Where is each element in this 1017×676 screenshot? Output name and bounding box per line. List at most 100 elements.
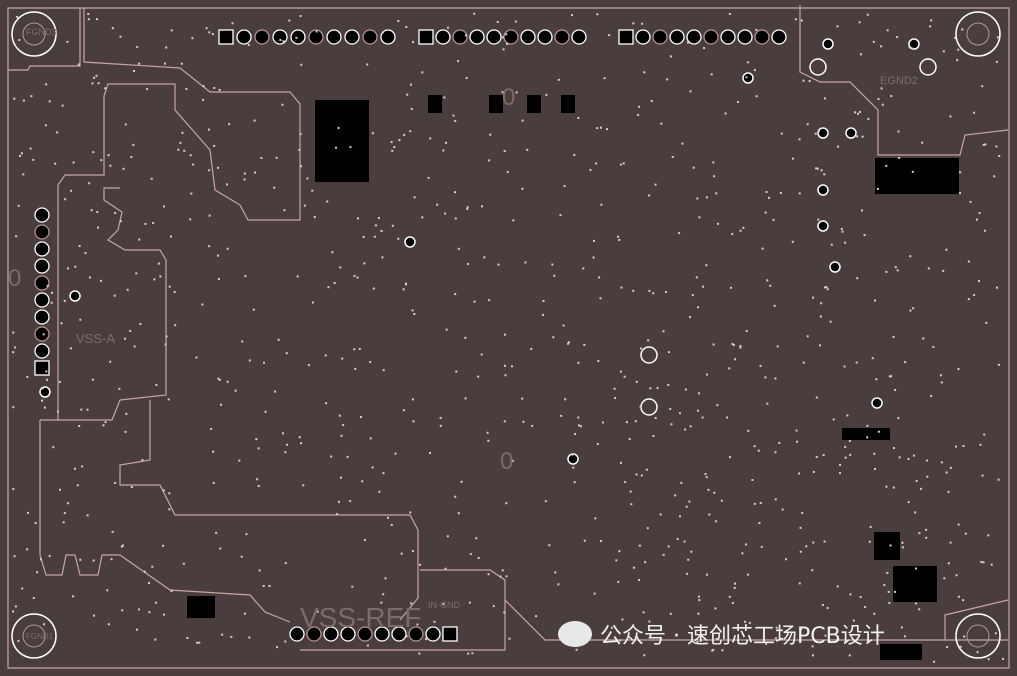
small-via <box>43 406 46 409</box>
small-via <box>455 370 458 373</box>
small-via <box>826 288 829 291</box>
small-via <box>904 361 907 364</box>
small-via <box>64 198 67 201</box>
copper-pad-block <box>880 644 922 660</box>
small-via <box>697 595 700 598</box>
top-header-1-pin <box>272 29 288 45</box>
small-via <box>397 19 400 22</box>
small-via <box>996 286 999 289</box>
small-via <box>97 82 100 85</box>
small-via <box>97 226 100 229</box>
small-via <box>104 421 107 424</box>
via-pad <box>871 397 883 409</box>
small-via <box>342 424 345 427</box>
small-via <box>987 534 990 537</box>
small-via <box>963 635 966 638</box>
small-via <box>284 451 287 454</box>
small-via <box>51 291 54 294</box>
small-via <box>739 344 742 347</box>
small-via <box>326 200 329 203</box>
small-via <box>212 450 215 453</box>
small-via <box>689 425 692 428</box>
small-via <box>601 421 604 424</box>
small-via <box>597 360 600 363</box>
small-via <box>705 264 708 267</box>
small-via <box>416 623 419 626</box>
small-via <box>849 453 852 456</box>
small-via <box>334 146 337 149</box>
small-via <box>573 153 576 156</box>
small-via <box>56 410 59 413</box>
small-via <box>125 412 128 415</box>
small-via <box>650 100 653 103</box>
small-via <box>940 461 943 464</box>
small-via <box>794 18 797 21</box>
testpoint-ring <box>640 398 658 416</box>
small-via <box>705 196 708 199</box>
small-via <box>930 19 933 22</box>
small-via <box>170 29 173 32</box>
small-via <box>721 649 724 652</box>
small-via <box>468 601 471 604</box>
small-via <box>502 48 505 51</box>
small-via <box>107 154 110 157</box>
small-via <box>70 189 73 192</box>
small-via <box>152 222 155 225</box>
small-via <box>182 562 185 565</box>
via-pad <box>822 38 834 50</box>
left-header-pin <box>34 241 50 257</box>
small-via <box>615 559 618 562</box>
small-via <box>825 286 828 289</box>
small-via <box>922 337 925 340</box>
small-via <box>912 454 915 457</box>
small-via <box>981 85 984 88</box>
small-via <box>967 298 970 301</box>
plane-outline <box>8 8 81 71</box>
small-via <box>892 335 895 338</box>
small-via <box>439 424 442 427</box>
small-via <box>594 517 597 520</box>
small-via <box>962 599 965 602</box>
small-via <box>707 488 710 491</box>
small-via <box>405 26 408 29</box>
small-via <box>863 234 866 237</box>
small-via <box>454 119 457 122</box>
small-via <box>812 296 815 299</box>
small-via <box>649 387 652 390</box>
small-via <box>424 638 427 641</box>
small-via <box>836 585 839 588</box>
small-via <box>844 445 847 448</box>
small-via <box>62 521 65 524</box>
small-via <box>307 364 310 367</box>
small-via <box>141 459 144 462</box>
copper-pad-block <box>187 596 215 618</box>
small-via <box>218 88 221 91</box>
small-via <box>155 601 158 604</box>
small-via <box>285 443 288 446</box>
small-via <box>659 513 662 516</box>
small-via <box>720 499 723 502</box>
watermark: 公众号 · 速创芯工场PCB设计 <box>558 618 885 650</box>
small-via <box>817 130 820 133</box>
wechat-icon <box>558 621 592 647</box>
small-via <box>886 29 889 32</box>
small-via <box>877 634 880 637</box>
small-via <box>894 590 897 593</box>
small-via <box>823 173 826 176</box>
bottom-header-pin <box>340 626 356 642</box>
small-via <box>881 103 884 106</box>
small-via <box>859 53 862 56</box>
copper-pad-block <box>315 100 369 182</box>
small-via <box>201 303 204 306</box>
small-via <box>226 247 229 250</box>
top-header-2-pin <box>486 29 502 45</box>
small-via <box>886 571 889 574</box>
small-via <box>202 85 205 88</box>
small-via <box>511 365 514 368</box>
plane-outline <box>57 8 301 420</box>
small-via <box>990 563 993 566</box>
small-via <box>560 414 563 417</box>
small-via <box>542 299 545 302</box>
small-via <box>72 595 75 598</box>
